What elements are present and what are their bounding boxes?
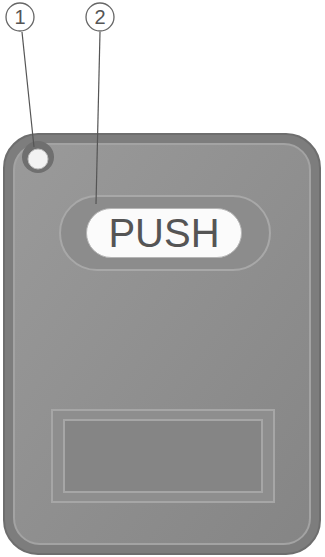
callout-circle [86,3,114,31]
button-groove [60,196,270,270]
led-housing [22,141,54,173]
leader-line [96,32,100,204]
push-button: PUSH [86,208,241,258]
callout-number: 1 [14,7,25,27]
leader-line [22,32,34,147]
label-recess [52,410,274,502]
callout-circle [6,3,34,31]
button-label: PUSH [108,213,219,253]
housing-outer [4,134,320,554]
label-recess-inner [64,420,262,492]
callout-number: 2 [94,7,105,27]
led [28,149,48,169]
housing-face [14,144,310,544]
